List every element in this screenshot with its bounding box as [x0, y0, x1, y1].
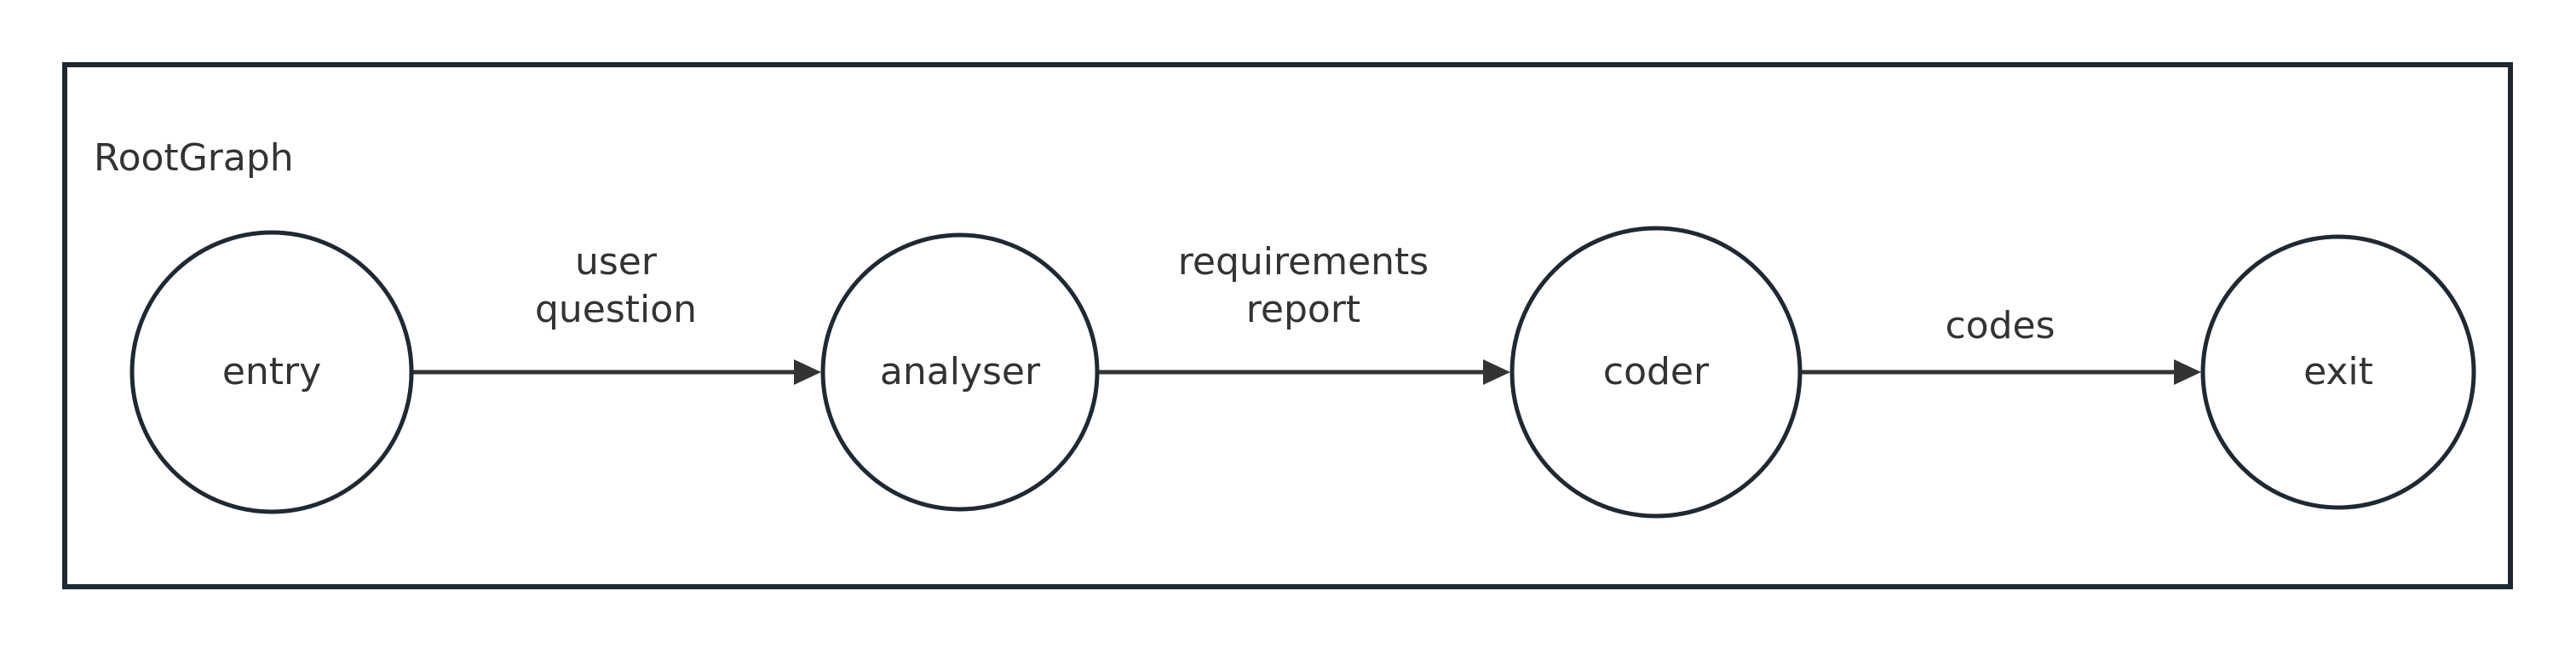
- node-label-exit: exit: [2303, 350, 2373, 393]
- node-label-coder: coder: [1603, 350, 1710, 393]
- node-entry[interactable]: entry: [129, 230, 414, 514]
- cluster-rect-rootgraph: [62, 62, 2513, 589]
- edge-entry-analyser[interactable]: user question: [413, 240, 821, 385]
- node-label-analyser: analyser: [880, 350, 1041, 393]
- cluster-label-rootgraph: RootGraph: [94, 136, 294, 180]
- edge-analyser-coder[interactable]: requirements report: [1099, 240, 1510, 385]
- node-circle-entry: [129, 230, 414, 514]
- edge-coder-exit[interactable]: codes: [1802, 304, 2201, 385]
- node-label-entry: entry: [222, 350, 321, 393]
- node-coder[interactable]: coder: [1509, 226, 1803, 519]
- node-circle-exit: [2200, 234, 2476, 510]
- arrowhead-coder-exit: [2174, 359, 2201, 385]
- edge-label-analyser-coder-line2: report: [1246, 288, 1360, 331]
- node-circle-analyser: [820, 232, 1100, 512]
- arrowhead-entry-analyser: [794, 359, 821, 385]
- edge-label-analyser-coder-line1: requirements: [1178, 240, 1429, 284]
- arrowhead-analyser-coder: [1483, 359, 1510, 385]
- node-circle-coder: [1509, 226, 1803, 519]
- node-analyser[interactable]: analyser: [820, 232, 1100, 512]
- edge-label-coder-exit-line1: codes: [1945, 304, 2055, 347]
- edge-label-entry-analyser-line2: question: [535, 288, 697, 331]
- edge-label-entry-analyser-line1: user: [575, 240, 658, 284]
- node-exit[interactable]: exit: [2200, 234, 2476, 510]
